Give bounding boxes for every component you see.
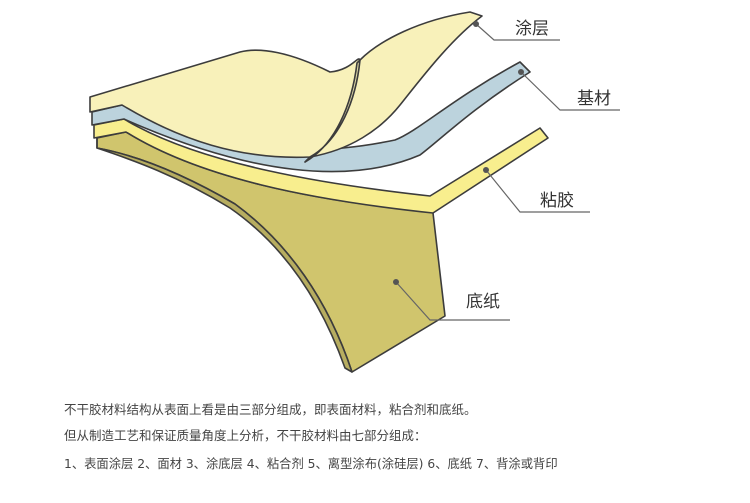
label-substrate: 基材 <box>577 89 611 109</box>
marker-liner <box>393 279 399 285</box>
marker-substrate <box>518 69 524 75</box>
description-line-2: 但从制造工艺和保证质量角度上分析，不干胶材料由七部分组成： <box>64 428 427 443</box>
leader-coating <box>475 23 560 41</box>
coating-edge <box>304 59 361 163</box>
marker-adhesive <box>483 167 489 173</box>
leader-liner <box>395 281 510 321</box>
layer-structure-diagram: 涂层 基材 粘胶 底纸 <box>89 11 620 373</box>
marker-coating <box>473 21 479 27</box>
label-adhesive: 粘胶 <box>540 191 574 211</box>
label-coating: 涂层 <box>515 19 549 39</box>
leader-substrate <box>520 71 620 111</box>
description-line-3: 1、表面涂层 2、面材 3、涂底层 4、粘合剂 5、离型涂布(涂硅层) 6、底纸… <box>64 457 558 471</box>
description-line-1: 不干胶材料结构从表面上看是由三部分组成，即表面材料，粘合剂和底纸。 <box>64 402 477 417</box>
label-liner: 底纸 <box>466 292 500 312</box>
leader-adhesive <box>485 169 590 213</box>
liner-side <box>96 137 353 373</box>
adhesive-layer <box>93 118 549 214</box>
liner-layer <box>96 131 446 373</box>
coating-layer <box>89 11 483 159</box>
